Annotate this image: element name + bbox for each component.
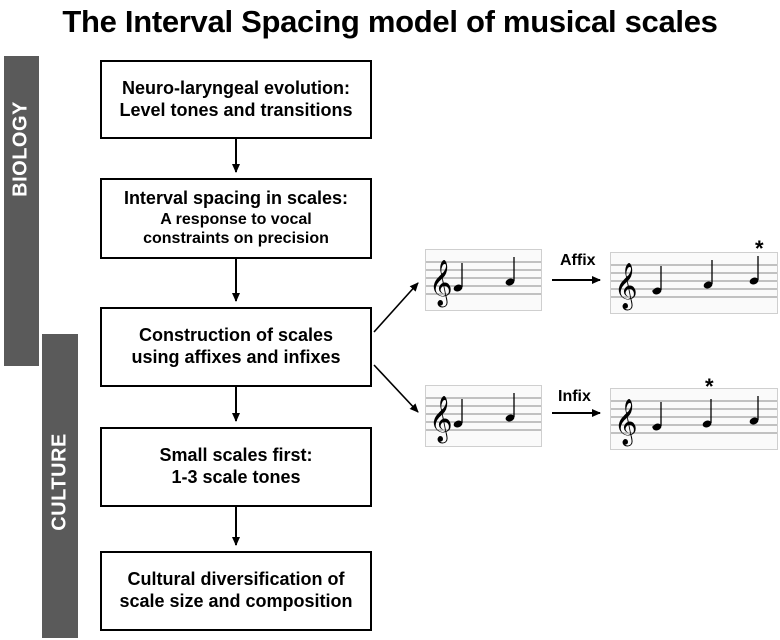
- treble-clef-icon: 𝄞: [614, 263, 638, 311]
- box-text-line: scale size and composition: [119, 591, 353, 611]
- quarter-note-icon: [703, 260, 713, 289]
- staff-infix-result: 𝄞: [610, 388, 778, 450]
- staff-affix-result: 𝄞: [610, 252, 778, 314]
- box-text-line: Level tones and transitions: [119, 99, 353, 120]
- biology-band: BIOLOGY: [4, 56, 39, 366]
- arrow-icon: [373, 364, 419, 413]
- quarter-note-icon: [453, 263, 463, 292]
- box-text-line: Small scales first:: [159, 445, 313, 466]
- quarter-note-icon: [453, 399, 463, 428]
- box-text-line: Construction of scales: [138, 325, 334, 346]
- treble-clef-icon: 𝄞: [429, 396, 453, 444]
- staff-two-notes-top: 𝄞: [425, 249, 542, 311]
- diagram-title: The Interval Spacing model of musical sc…: [62, 4, 718, 39]
- treble-clef-icon: 𝄞: [429, 260, 453, 308]
- box-small-scales-first: Small scales first: 1-3 scale tones: [100, 427, 372, 507]
- staff-two-notes-bottom: 𝄞: [425, 385, 542, 447]
- infix-label: Infix: [558, 388, 591, 405]
- box-text-line: Cultural diversification of: [127, 569, 345, 590]
- box-text-line: using affixes and infixes: [131, 347, 341, 367]
- box-construction-of-scales: Construction of scales using affixes and…: [100, 307, 372, 387]
- quarter-note-icon: [505, 393, 515, 422]
- infix-marker: *: [705, 374, 714, 399]
- box-text-line: Neuro-laryngeal evolution:: [121, 77, 351, 98]
- box-text-line: A response to vocal: [160, 210, 312, 228]
- box-neuro-laryngeal-evolution: Neuro-laryngeal evolution: Level tones a…: [100, 60, 372, 139]
- quarter-note-icon: [652, 266, 662, 295]
- box-interval-spacing: Interval spacing in scales: A response t…: [100, 178, 372, 259]
- treble-clef-icon: 𝄞: [614, 399, 638, 447]
- culture-band: CULTURE: [42, 334, 78, 638]
- quarter-note-icon: [749, 256, 759, 285]
- box-text-line: Interval spacing in scales:: [123, 188, 349, 208]
- affix-label: Affix: [560, 252, 596, 269]
- box-text-line: 1-3 scale tones: [171, 467, 301, 487]
- quarter-note-icon: [652, 402, 662, 431]
- box-text-line: constraints on precision: [143, 230, 329, 248]
- affix-marker: *: [755, 236, 764, 261]
- quarter-note-icon: [505, 257, 515, 286]
- box-cultural-diversification: Cultural diversification of scale size a…: [100, 551, 372, 631]
- quarter-note-icon: [749, 396, 759, 425]
- arrow-icon: [373, 282, 419, 333]
- quarter-note-icon: [702, 399, 712, 428]
